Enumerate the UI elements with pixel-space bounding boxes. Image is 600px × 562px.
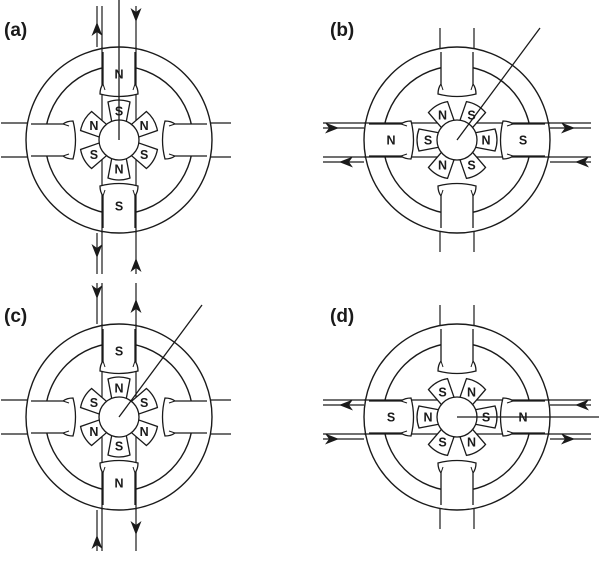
rotor-pole-label: S <box>140 148 148 162</box>
rotor-position-pointer <box>456 27 541 141</box>
rotor-tooth <box>107 433 131 458</box>
rotor-pole-label: N <box>89 119 98 133</box>
rotor-pole-label: N <box>89 425 98 439</box>
rotor-tooth <box>416 405 441 429</box>
rotor-tooth <box>107 376 131 401</box>
rotor-pole-label: S <box>140 396 148 410</box>
rotor-pole-label: S <box>115 440 123 454</box>
rotor-pole-label: S <box>424 134 432 148</box>
arrowhead <box>130 299 142 313</box>
stator-pole-label: S <box>387 411 395 425</box>
stator-pole-top <box>99 329 139 375</box>
stator-pole-label: N <box>386 134 395 148</box>
stator-pole-top <box>437 52 477 98</box>
stator-pole-bottom <box>437 182 477 228</box>
rotor-pole-label: S <box>467 108 475 122</box>
stator-pole-left <box>31 397 77 437</box>
stator-pole-label: S <box>519 134 527 148</box>
stator-pole-label: N <box>114 477 123 491</box>
arrowhead <box>130 258 142 272</box>
rotor-pole-label: N <box>140 425 149 439</box>
stator-pole-bottom <box>437 459 477 505</box>
rotor-pole-label: N <box>114 163 123 177</box>
stator-pole-bottom <box>99 459 139 505</box>
rotor-pole-label: N <box>467 385 476 399</box>
stator-pole-label: S <box>115 345 123 359</box>
stator-pole-left <box>369 397 415 437</box>
rotor-pole-label: N <box>481 134 490 148</box>
stator-pole-right <box>161 397 207 437</box>
rotor-pole-label: N <box>438 108 447 122</box>
rotor-pole-label: N <box>423 411 432 425</box>
stator-pole-label: S <box>115 200 123 214</box>
rotor-pole-label: S <box>467 159 475 173</box>
stator-pole-top <box>437 329 477 375</box>
rotor-pole-label: N <box>140 119 149 133</box>
stator-pole-right <box>499 120 545 160</box>
rotor-pole-label: S <box>438 385 446 399</box>
rotor-tooth <box>473 128 498 152</box>
rotor-pole-label: S <box>438 436 446 450</box>
panel-a: (a)NSSNSNSN <box>1 0 231 274</box>
rotor-position-pointer <box>118 304 203 418</box>
panel-label: (c) <box>4 306 27 327</box>
rotor-pole-label: S <box>90 396 98 410</box>
rotor-pole-label: N <box>467 436 476 450</box>
rotor-pole-label: S <box>90 148 98 162</box>
panel-label: (d) <box>330 306 354 327</box>
stator-pole-left <box>369 120 415 160</box>
panel-d: (d)NSSNSNSN <box>323 305 599 529</box>
panel-c: (c) S N S N S N S N <box>1 283 231 551</box>
rotor-pole-label: N <box>114 382 123 396</box>
rotor-pole-label: N <box>438 159 447 173</box>
arrowhead <box>130 8 142 22</box>
stator-pole-right <box>161 120 207 160</box>
panel-label: (a) <box>4 20 27 41</box>
rotor-tooth <box>107 156 131 181</box>
arrowhead <box>130 521 142 535</box>
stator-pole-left <box>31 120 77 160</box>
stator-pole-bottom <box>99 182 139 228</box>
rotor-tooth <box>416 128 441 152</box>
panel-label: (b) <box>330 20 354 41</box>
